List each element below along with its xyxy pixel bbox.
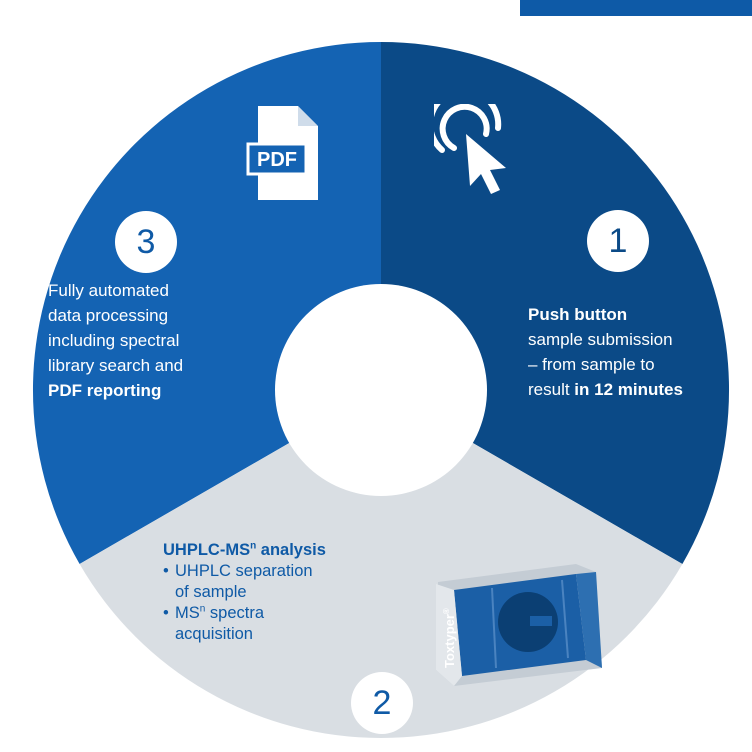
step-3-line: including spectral	[48, 331, 180, 350]
step-1-line: sample submission	[528, 330, 673, 349]
step-1-line: result in 12 minutes	[528, 380, 683, 399]
step-3-line: Fully automated	[48, 281, 169, 300]
step-1-description: Push button sample submission – from sam…	[528, 302, 752, 402]
step-3-description: Fully automated data processing includin…	[48, 278, 288, 403]
pdf-file-icon: PDF	[246, 106, 318, 200]
step-2-description: UHPLC-MSn analysis • UHPLC separation of…	[163, 540, 413, 645]
step-3-line: data processing	[48, 306, 169, 325]
instrument-icon: Toxtyper®	[436, 564, 602, 686]
center-hole	[275, 284, 487, 496]
top-accent-bar	[520, 0, 752, 16]
step-3-line: library search and	[48, 356, 184, 375]
step-1-number: 1	[587, 210, 649, 272]
step-2-bullet: • MSn spectra acquisition	[163, 603, 265, 643]
touch-pointer-icon	[434, 104, 506, 194]
step-2-number: 2	[351, 672, 413, 734]
step-1-line: – from sample to	[528, 355, 655, 374]
step-1-bold-line: Push button	[528, 305, 628, 324]
pdf-icon-label: PDF	[257, 149, 297, 171]
step-3-number: 3	[115, 211, 177, 273]
instrument-label: Toxtyper®	[442, 608, 457, 668]
step-2-heading: UHPLC-MSn analysis	[163, 540, 326, 559]
step-3-bold-line: PDF reporting	[48, 381, 162, 400]
step-2-bullet: • UHPLC separation of sample	[163, 562, 313, 601]
